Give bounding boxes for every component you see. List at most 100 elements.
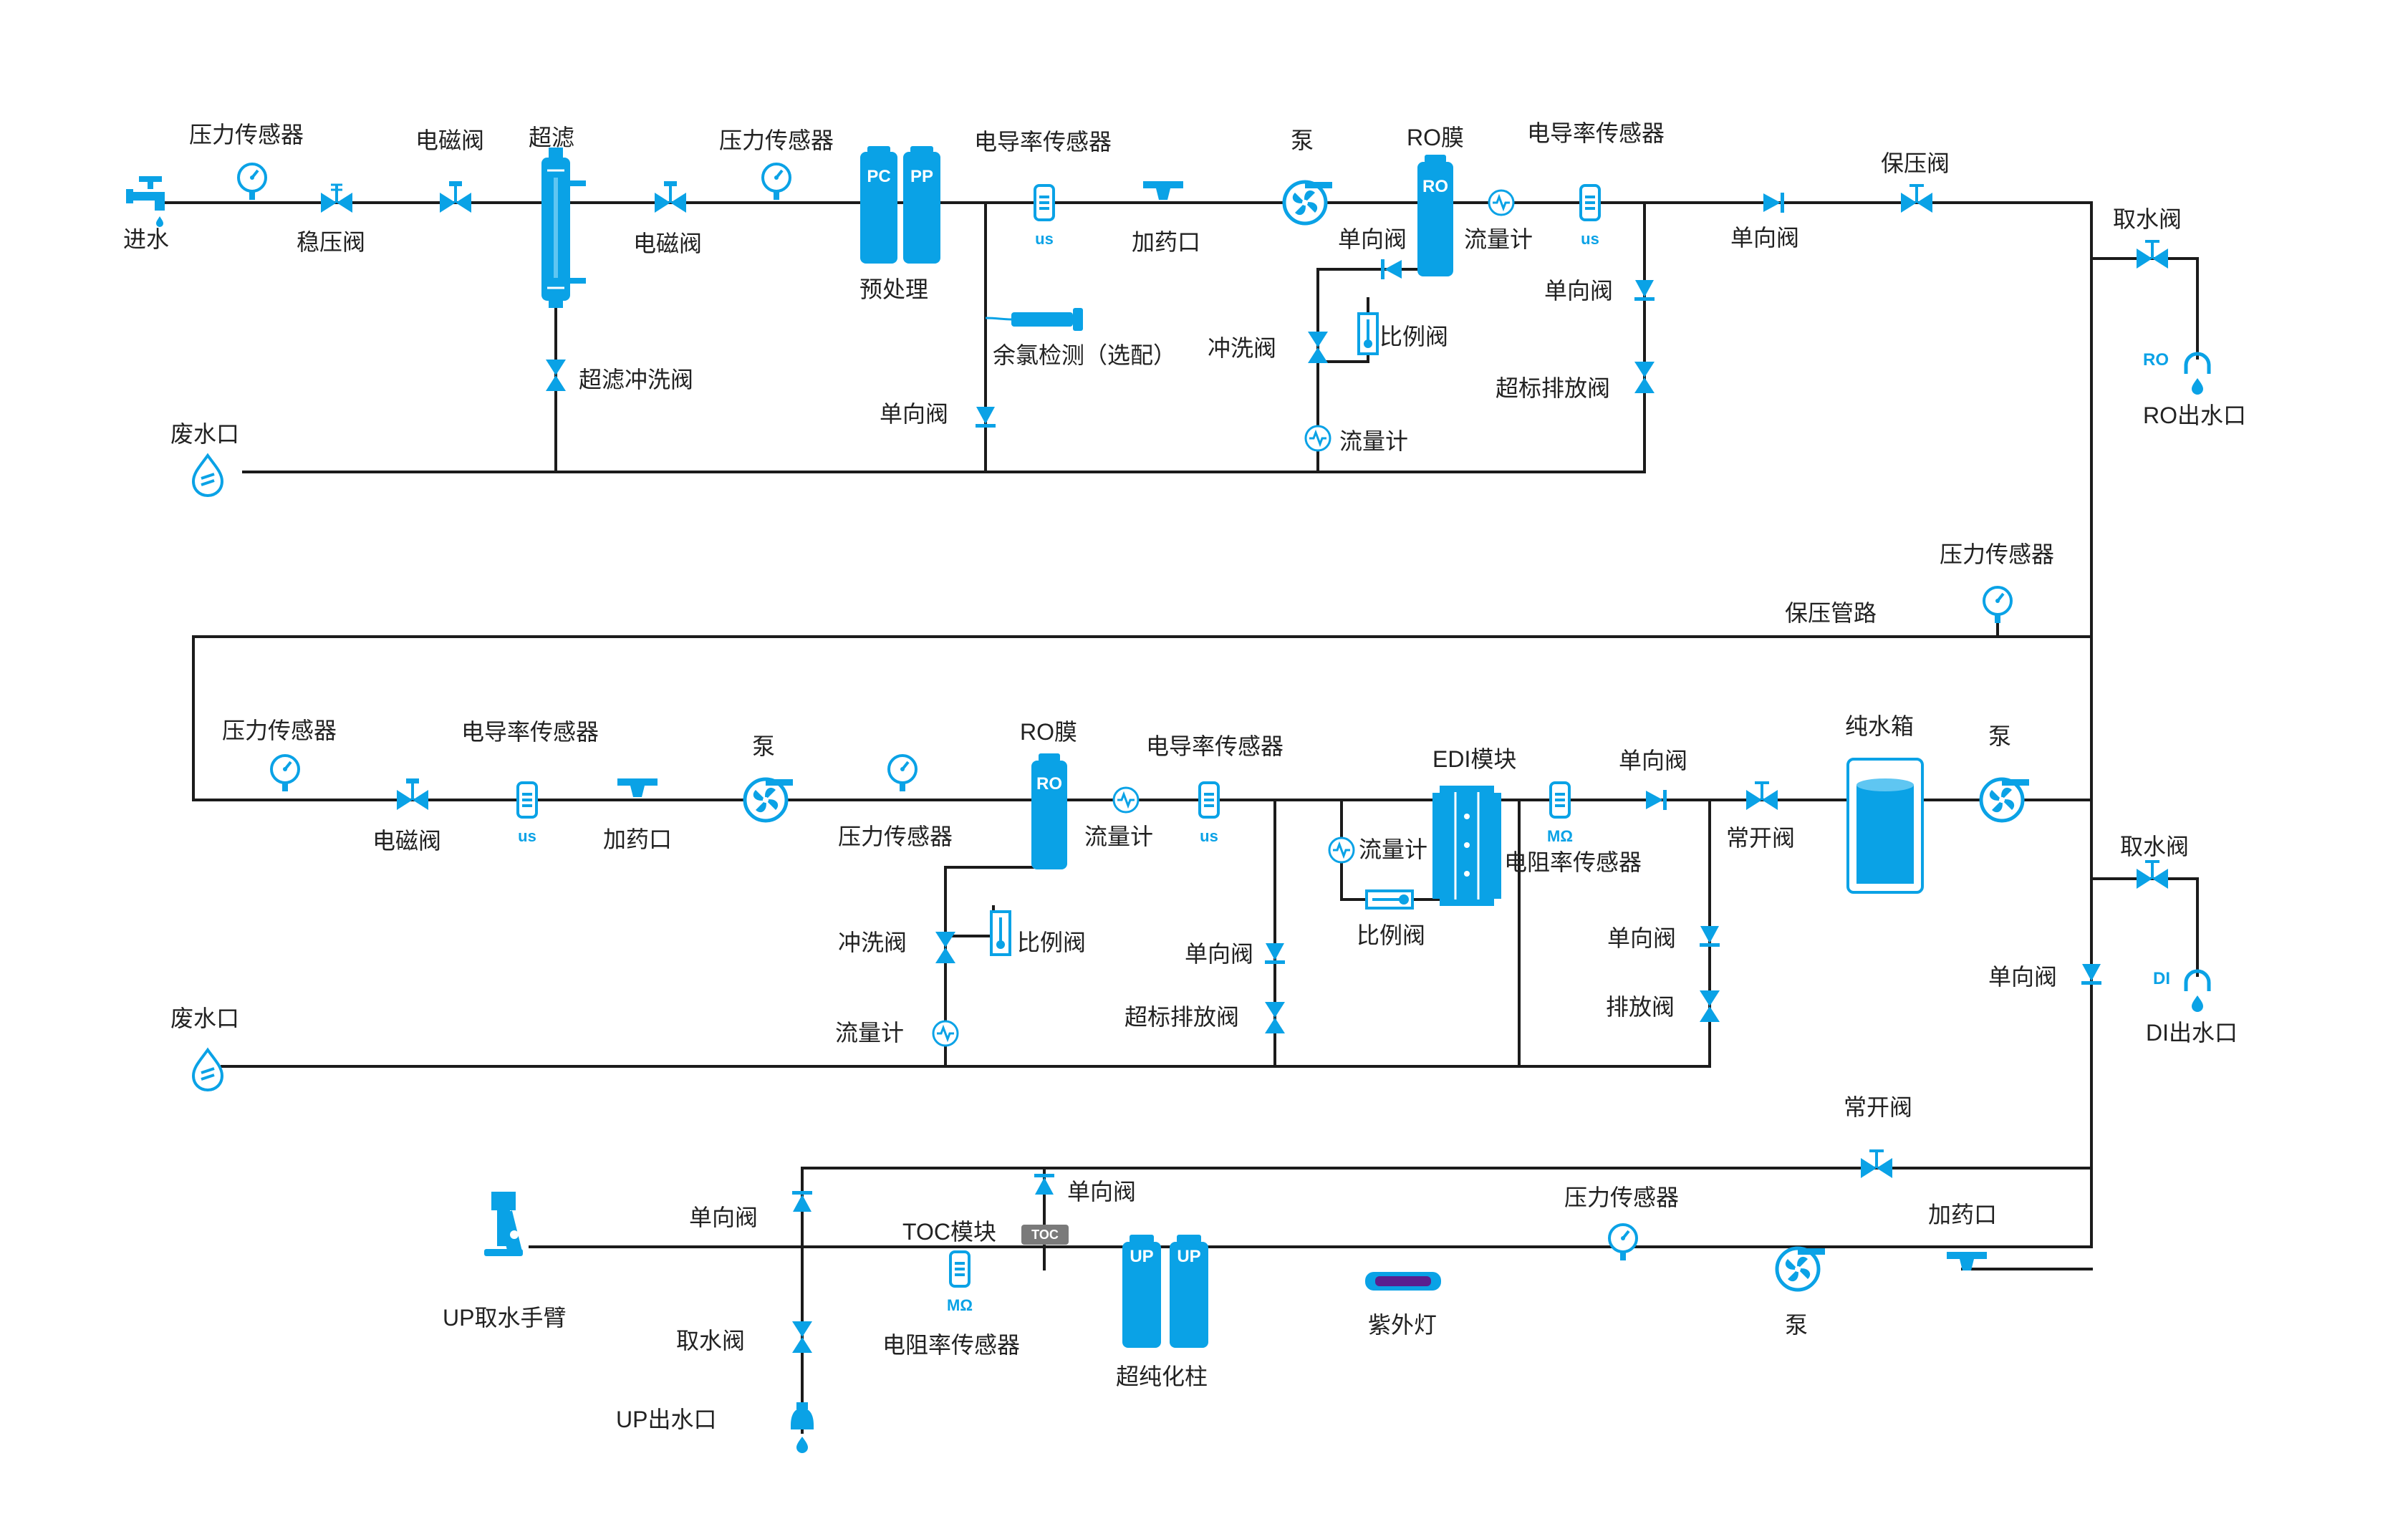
pressure-hold-valve-icon[interactable] bbox=[1901, 185, 1932, 213]
r1-solenoid-b-label: 电磁阀 bbox=[633, 231, 702, 256]
check-valve-icon bbox=[976, 407, 996, 428]
tap-valve-icon[interactable] bbox=[792, 1321, 812, 1353]
ro-membrane-icon: RO bbox=[1031, 753, 1067, 869]
flowmeter-icon bbox=[1112, 786, 1140, 814]
resistivity-sensor-icon bbox=[1549, 781, 1571, 819]
flowmeter-icon bbox=[1304, 425, 1331, 452]
outlet-nozzle-icon[interactable] bbox=[2186, 971, 2209, 1012]
r1-pump-label: 泵 bbox=[1291, 127, 1314, 153]
pressure-gauge-icon bbox=[761, 163, 791, 201]
r1-overlimit-valve-label: 超标排放阀 bbox=[1496, 375, 1610, 401]
r2-flowmeter-edi-label: 流量计 bbox=[1359, 836, 1427, 862]
r2-drain-label: 废水口 bbox=[170, 1005, 239, 1031]
faucet-icon bbox=[126, 176, 165, 227]
r1-tap-valve-label: 取水阀 bbox=[2113, 206, 2182, 232]
svg-text:us: us bbox=[518, 827, 536, 845]
ratio-valve-icon[interactable] bbox=[990, 910, 1011, 956]
pump-icon[interactable] bbox=[1981, 779, 2029, 821]
r3-check-valve-a-label: 单向阀 bbox=[689, 1205, 758, 1230]
r2-pump-b-label: 泵 bbox=[1988, 723, 2011, 749]
flowmeter-icon bbox=[932, 1020, 959, 1047]
r2-flush-valve-label: 冲洗阀 bbox=[838, 930, 907, 955]
flowmeter-icon bbox=[1328, 836, 1355, 864]
tap-valve-icon[interactable] bbox=[2137, 241, 2168, 269]
r3-uv-lamp-label: 紫外灯 bbox=[1368, 1312, 1437, 1338]
resistivity-sensor-icon bbox=[949, 1250, 971, 1288]
r2-pressure-sensor-a-label: 压力传感器 bbox=[222, 718, 337, 743]
overlimit-drain-valve-icon[interactable] bbox=[1265, 1002, 1285, 1033]
normally-open-valve-icon[interactable] bbox=[1861, 1151, 1892, 1178]
uv-lamp-icon bbox=[1365, 1272, 1441, 1291]
r2-check-valve-c-label: 单向阀 bbox=[1607, 925, 1676, 951]
r2-resistivity-label: 电阻率传感器 bbox=[1504, 849, 1642, 875]
r2-conductivity-a-label: 电导率传感器 bbox=[461, 719, 599, 745]
r2-flowmeter-a-label: 流量计 bbox=[1084, 824, 1153, 849]
mid-pressure-sensor-label: 压力传感器 bbox=[1940, 541, 2054, 567]
check-valve-icon bbox=[1763, 193, 1784, 213]
r2-drain-valve-label: 排放阀 bbox=[1606, 994, 1675, 1020]
svg-text:us: us bbox=[1200, 827, 1218, 845]
r1-uf-flush-valve-label: 超滤冲洗阀 bbox=[579, 367, 693, 392]
r1-check-valve-ro-label: 单向阀 bbox=[1338, 226, 1407, 252]
r1-ro-outlet-label: RO出水口 bbox=[2143, 402, 2246, 428]
flush-valve-icon[interactable] bbox=[1308, 332, 1328, 363]
r2-dosing-port-label: 加药口 bbox=[603, 826, 672, 852]
conductivity-sensor-icon bbox=[1579, 184, 1601, 221]
pump-icon[interactable] bbox=[1284, 182, 1332, 223]
r1-flowmeter-a-label: 流量计 bbox=[1464, 226, 1533, 252]
prefilter-cartridge-icon: PC PP bbox=[860, 146, 940, 264]
check-valve-icon bbox=[1265, 943, 1285, 964]
dosing-port-icon[interactable] bbox=[617, 778, 658, 797]
r1-ratio-valve-label: 比例阀 bbox=[1379, 324, 1448, 349]
r2-conductivity-b-label: 电导率传感器 bbox=[1146, 733, 1284, 759]
ratio-valve-icon[interactable] bbox=[1365, 889, 1414, 910]
svg-text:RO: RO bbox=[2143, 350, 2169, 370]
r1-ro-membrane-label: RO膜 bbox=[1407, 125, 1464, 150]
pump-icon[interactable] bbox=[1777, 1248, 1825, 1290]
dosing-port-icon[interactable] bbox=[1143, 181, 1183, 200]
outlet-nozzle-icon[interactable] bbox=[2186, 354, 2209, 395]
pressure-regulator-valve-icon[interactable] bbox=[321, 185, 352, 213]
dispense-arm-icon[interactable] bbox=[484, 1192, 523, 1256]
r2-tap-valve-label: 取水阀 bbox=[2120, 834, 2189, 859]
r1-pressure-hold-valve-label: 保压阀 bbox=[1881, 150, 1950, 176]
r3-pump-label: 泵 bbox=[1785, 1312, 1808, 1338]
overlimit-drain-valve-icon[interactable] bbox=[1634, 362, 1655, 393]
conductivity-sensor-icon bbox=[1198, 781, 1220, 819]
normally-open-valve-icon[interactable] bbox=[1746, 783, 1778, 810]
pump-icon[interactable] bbox=[745, 779, 793, 821]
r2-overlimit-valve-label: 超标排放阀 bbox=[1124, 1004, 1239, 1030]
tap-valve-icon[interactable] bbox=[2137, 862, 2168, 889]
r3-up-arm-label: UP取水手臂 bbox=[443, 1305, 566, 1331]
r1-conductivity-a-label: 电导率传感器 bbox=[974, 129, 1112, 155]
drain-drop-icon bbox=[192, 1048, 223, 1091]
uf-flush-valve-icon[interactable] bbox=[546, 360, 566, 391]
r3-tap-valve-label: 取水阀 bbox=[676, 1328, 745, 1354]
component-labels: 压力传感器 电磁阀 超滤 压力传感器 电导率传感器 泵 RO膜 电导率传感器 保… bbox=[123, 120, 2246, 1432]
ratio-valve-icon[interactable] bbox=[1357, 312, 1379, 355]
pressure-gauge-icon bbox=[237, 163, 267, 201]
ultrafiltration-column-icon bbox=[541, 148, 586, 308]
solenoid-valve-icon[interactable] bbox=[440, 181, 471, 213]
r1-flush-valve-label: 冲洗阀 bbox=[1208, 335, 1276, 361]
r3-ultrapure-column-label: 超纯化柱 bbox=[1116, 1364, 1208, 1389]
svg-text:PC: PC bbox=[867, 167, 890, 186]
solenoid-valve-icon[interactable] bbox=[655, 181, 686, 213]
components: PC PP us RO us bbox=[126, 146, 2209, 1453]
r1-pressure-regulator-label: 稳压阀 bbox=[297, 229, 365, 255]
pressure-gauge-icon bbox=[1983, 586, 2013, 624]
svg-text:us: us bbox=[1581, 230, 1599, 248]
r2-normally-open-a-label: 常开阀 bbox=[1726, 825, 1795, 851]
water-tank-icon bbox=[1846, 758, 1924, 894]
conductivity-sensor-icon bbox=[516, 781, 538, 819]
r2-flowmeter-b-label: 流量计 bbox=[835, 1020, 904, 1046]
svg-text:RO: RO bbox=[1036, 774, 1062, 794]
r3-up-outlet-label: UP出水口 bbox=[616, 1407, 716, 1432]
check-valve-icon bbox=[2081, 964, 2101, 985]
r1-water-inlet-label: 进水 bbox=[123, 226, 169, 252]
outlet-nozzle-icon[interactable] bbox=[791, 1402, 814, 1453]
solenoid-valve-icon[interactable] bbox=[397, 778, 428, 810]
r1-pressure-sensor-b-label: 压力传感器 bbox=[719, 127, 834, 153]
drain-valve-icon[interactable] bbox=[1700, 990, 1720, 1022]
check-valve-icon bbox=[1700, 926, 1720, 947]
